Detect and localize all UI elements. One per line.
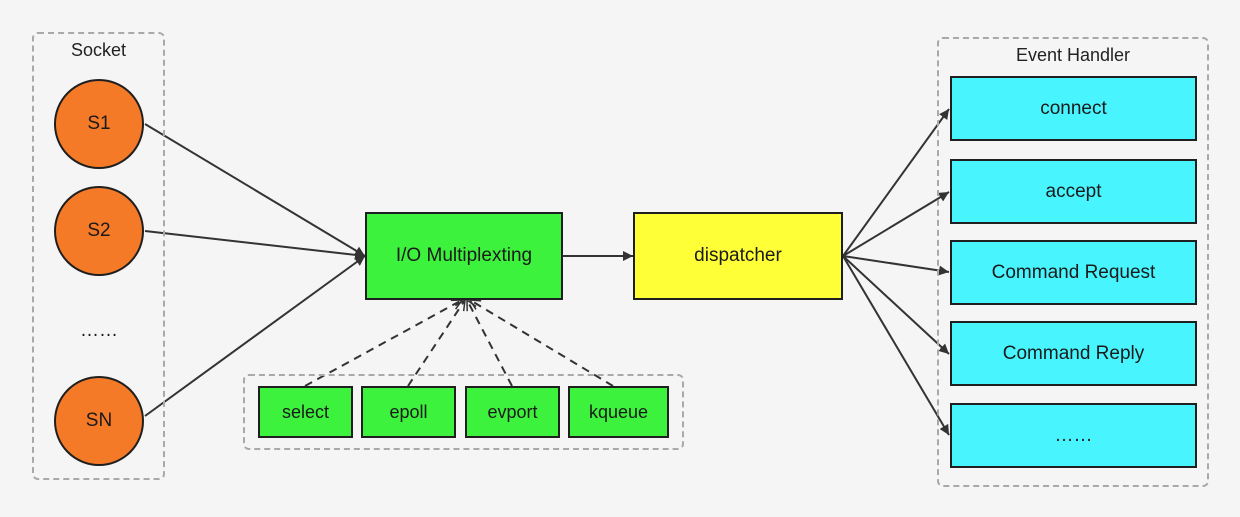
edge-sn-multiplexer	[144, 255, 366, 417]
dispatcher-label: dispatcher	[694, 245, 782, 266]
backend-epoll-label: epoll	[389, 401, 428, 422]
backend-evport[interactable]: evport	[465, 386, 560, 438]
edge-select-multiplexer	[304, 299, 462, 387]
handler-accept-label: accept	[1045, 180, 1102, 202]
handler-more-label: ……	[1054, 424, 1093, 446]
backend-epoll[interactable]: epoll	[361, 386, 456, 438]
socket-node-s1-label: S1	[87, 113, 111, 134]
edge-dispatcher-command-reply	[842, 255, 950, 355]
socket-group-title: Socket	[70, 40, 127, 60]
edge-s2-multiplexer	[144, 230, 366, 260]
socket-node-sn-label: SN	[85, 410, 113, 431]
edge-dispatcher-more	[842, 255, 950, 436]
backend-kqueue[interactable]: kqueue	[568, 386, 669, 438]
socket-ellipsis: ……	[80, 320, 118, 341]
handler-more[interactable]: ……	[950, 403, 1197, 468]
socket-node-s1[interactable]: S1	[54, 79, 144, 169]
handler-connect-label: connect	[1040, 97, 1107, 119]
edge-dispatcher-connect	[842, 108, 950, 257]
edge-dispatcher-command-request	[842, 255, 950, 276]
socket-node-s2[interactable]: S2	[54, 186, 144, 276]
backend-group	[243, 374, 684, 450]
backend-evport-label: evport	[487, 401, 538, 422]
socket-node-sn[interactable]: SN	[54, 376, 144, 466]
edge-evport-multiplexer	[466, 300, 513, 387]
backend-select-label: select	[281, 401, 330, 422]
handler-connect[interactable]: connect	[950, 76, 1197, 141]
socket-group: Socket	[32, 32, 165, 480]
handler-command-reply-label: Command Reply	[1002, 342, 1145, 364]
socket-node-s2-label: S2	[87, 220, 111, 241]
edge-dispatcher-accept	[842, 191, 950, 257]
event-handler-group: Event Handler	[937, 37, 1209, 487]
handler-command-reply[interactable]: Command Reply	[950, 321, 1197, 386]
edge-s1-multiplexer	[144, 123, 366, 257]
handler-accept[interactable]: accept	[950, 159, 1197, 224]
backend-select[interactable]: select	[258, 386, 353, 438]
handler-command-request-label: Command Request	[991, 261, 1156, 283]
event-handler-group-title: Event Handler	[1015, 45, 1131, 65]
dispatcher-node[interactable]: dispatcher	[633, 212, 843, 300]
io-multiplexing-label: I/O Multiplexting	[395, 245, 533, 266]
edge-epoll-multiplexer	[407, 300, 465, 387]
backend-kqueue-label: kqueue	[588, 401, 649, 422]
io-multiplexing-node[interactable]: I/O Multiplexting	[365, 212, 563, 300]
handler-command-request[interactable]: Command Request	[950, 240, 1197, 305]
